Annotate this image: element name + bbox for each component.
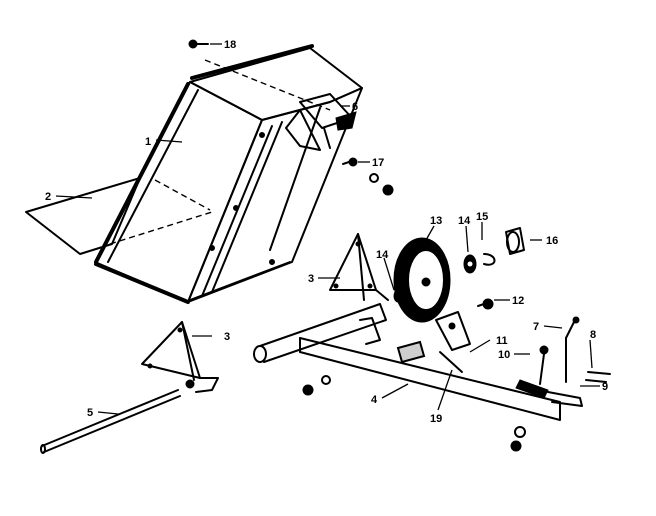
bolt-10	[539, 345, 549, 385]
callout-17: 17	[372, 157, 384, 169]
axle-rod	[40, 389, 181, 454]
side-bracket-left	[141, 321, 219, 393]
callout-13: 13	[430, 215, 442, 227]
wheel	[393, 237, 451, 323]
callout-10: 10	[498, 349, 510, 361]
callout-18: 18	[224, 39, 236, 51]
frame	[253, 303, 583, 421]
hub-cap	[505, 227, 525, 255]
callout-3: 3	[308, 273, 314, 285]
callout-labels: 1 2 3 3 4 5 6 7 8 9 10 11 12 13 14 14 15…	[45, 39, 608, 425]
bolt-17	[342, 157, 358, 167]
hopper-box	[94, 44, 363, 304]
callout-12: 12	[512, 295, 524, 307]
callout-16: 16	[546, 235, 558, 247]
pin-7	[565, 316, 580, 383]
deflector-plate	[25, 177, 213, 255]
callout-19: 19	[430, 413, 442, 425]
latch-bracket	[285, 93, 357, 151]
callout-14: 14	[458, 215, 471, 227]
callout-9: 9	[602, 381, 608, 393]
bolt-12	[477, 298, 494, 310]
callout-6: 6	[352, 101, 358, 113]
bolt-18	[188, 39, 209, 49]
side-bracket-right	[329, 233, 389, 301]
wheel-cotter-pin	[483, 253, 496, 266]
callout-2: 2	[45, 191, 51, 203]
axle-washer-14	[393, 289, 403, 303]
bolt-10-washer-nut	[510, 426, 526, 452]
washer-nut-17	[369, 173, 394, 196]
callout-8: 8	[590, 329, 596, 341]
frame-washer-nut	[302, 375, 331, 396]
callout-15: 15	[476, 211, 488, 223]
callout-4: 4	[371, 394, 378, 406]
callout-7: 7	[533, 321, 539, 333]
leader-lines	[55, 43, 600, 415]
callout-14: 14	[376, 249, 389, 261]
callout-11: 11	[496, 335, 508, 347]
callout-3: 3	[224, 331, 230, 343]
spring-clip-8	[585, 371, 611, 383]
callout-1: 1	[145, 136, 151, 148]
callout-5: 5	[87, 407, 93, 419]
wheel-washer	[463, 254, 477, 274]
